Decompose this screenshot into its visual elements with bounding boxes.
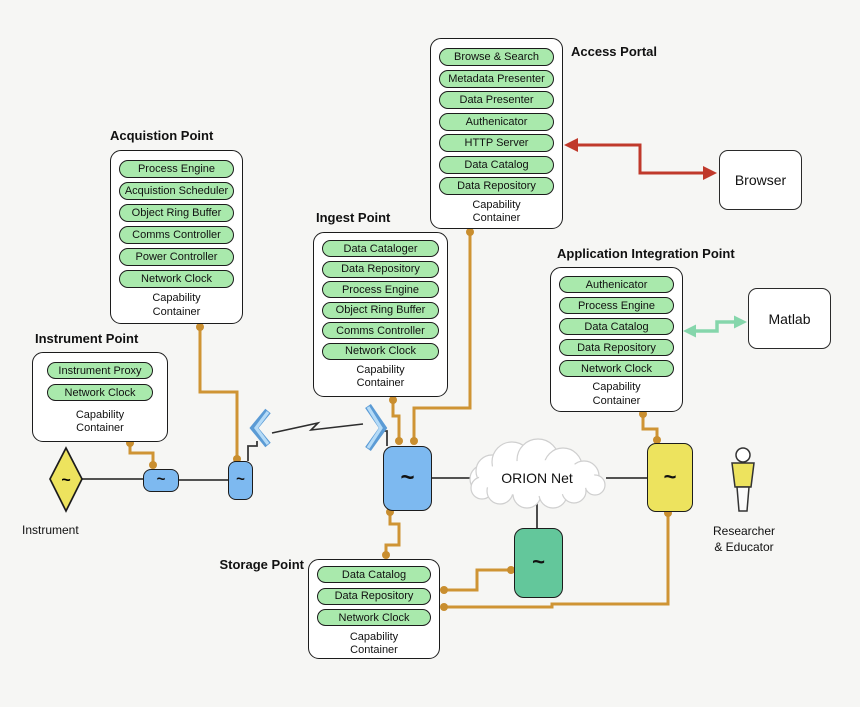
tilde-symbol: ~: [400, 463, 415, 491]
green-arrowhead-left: [683, 324, 696, 338]
capability-item: Object Ring Buffer: [322, 301, 439, 319]
black-links: [82, 430, 647, 529]
tilde-symbol: ~: [663, 463, 677, 489]
capability-container-label: Capability Container: [592, 381, 641, 407]
capability-item: Comms Controller: [322, 322, 439, 339]
capability-container-label: Capability Container: [472, 198, 521, 225]
red-arrow-portal-browser: [564, 138, 717, 180]
capability-item: Data Presenter: [439, 91, 554, 109]
orange-link-ingest-to-node: [391, 399, 401, 442]
instrument-diamond-tilde: ~: [61, 472, 70, 489]
orange-link-accessportal-to-node: [412, 231, 472, 441]
capability-item: Network Clock: [47, 384, 153, 401]
access-portal-title: Access Portal: [571, 44, 657, 59]
capability-item: Network Clock: [559, 360, 674, 377]
capability-item: Data Repository: [317, 587, 431, 605]
orange-links: [128, 231, 670, 609]
green-arrowhead-right: [734, 315, 747, 329]
instrument-point-title: Instrument Point: [35, 331, 139, 346]
capability-item: Power Controller: [119, 248, 234, 266]
network-node-ingest: ~: [383, 446, 432, 511]
capability-item: Authenicator: [559, 276, 674, 293]
storage-point-title: Storage Point: [219, 557, 304, 572]
ingest-point-container: Data Cataloger Data Repository Process E…: [313, 232, 448, 397]
acquisition-point-title: Acquistion Point: [110, 128, 214, 143]
instrument-diamond-icon: ~: [49, 446, 83, 513]
network-node-pill: ~: [143, 469, 179, 492]
capability-container-label: Capability Container: [349, 630, 399, 657]
browser-box: Browser: [719, 150, 802, 210]
acquisition-point-container: Process Engine Acquistion Scheduler Obje…: [110, 150, 243, 324]
capability-item: Process Engine: [559, 297, 674, 314]
browser-label: Browser: [734, 172, 787, 188]
capability-item: Data Catalog: [317, 566, 431, 583]
instrument-label: Instrument: [22, 523, 79, 537]
orange-link-instrumentpoint-to-pill: [128, 442, 155, 466]
capability-item: HTTP Server: [439, 134, 554, 152]
application-integration-point-container: Authenicator Process Engine Data Catalog…: [550, 267, 683, 412]
capability-item: Instrument Proxy: [47, 362, 153, 379]
capability-item: Data Catalog: [439, 155, 554, 174]
cloud-icon: ORION Net: [469, 438, 606, 509]
ingest-point-title: Ingest Point: [316, 210, 391, 225]
network-node-access: ~: [647, 443, 693, 512]
capability-item: Process Engine: [322, 281, 439, 298]
wireless-chevron-right-fill: [366, 406, 383, 449]
capability-container-label: Capability Container: [356, 363, 405, 390]
capability-item: Data Repository: [559, 339, 674, 356]
capability-item: Data Catalog: [559, 318, 674, 335]
wireless-chevron-left-fill: [254, 411, 270, 445]
tilde-symbol: ~: [156, 471, 166, 488]
capability-item: Data Cataloger: [322, 240, 439, 257]
capability-container-label: Capability Container: [152, 292, 201, 318]
wireless-antennas: [249, 404, 388, 452]
capability-item: Object Ring Buffer: [119, 204, 234, 222]
network-node-relay: ~: [228, 461, 253, 500]
capability-item: Data Repository: [439, 177, 554, 195]
storage-point-container: Data Catalog Data Repository Network Clo…: [308, 559, 440, 659]
access-portal-container: Browse & Search Metadata Presenter Data …: [430, 38, 563, 229]
red-arrowhead-left: [564, 138, 578, 152]
link-vbox-to-antenna: [247, 441, 258, 461]
capability-item: Data Repository: [322, 260, 439, 278]
orange-link-acquisition-to-vbox: [198, 326, 239, 459]
capability-item: Metadata Presenter: [439, 69, 554, 88]
capability-item: Process Engine: [119, 160, 234, 178]
tilde-symbol: ~: [532, 549, 545, 574]
capability-item: Network Clock: [119, 270, 234, 288]
orange-link-storage-to-yellownode: [444, 514, 670, 609]
green-arrow-appintegration-matlab: [683, 315, 747, 338]
matlab-box: Matlab: [748, 288, 831, 349]
researcher-educator-label: Researcher & Educator: [712, 524, 776, 555]
network-node-storage: ~: [514, 528, 563, 598]
capability-item: Acquistion Scheduler: [119, 182, 234, 200]
lightning-icon: [271, 421, 364, 434]
instrument-point-container: Instrument Proxy Network Clock Capabilit…: [32, 352, 168, 442]
capability-item: Network Clock: [322, 342, 439, 360]
orange-link-appintegration-to-yellownode: [641, 413, 659, 441]
matlab-label: Matlab: [768, 310, 811, 327]
tilde-symbol: ~: [236, 471, 245, 488]
orange-link-storage-to-greennode: [444, 568, 511, 592]
application-integration-point-title: Application Integration Point: [557, 246, 735, 261]
orange-link-node-to-storage: [384, 511, 401, 557]
capability-item: Authenicator: [439, 112, 554, 131]
red-arrowhead-right: [703, 166, 717, 180]
capability-container-label: Capability Container: [75, 408, 125, 435]
capability-item: Network Clock: [317, 609, 431, 626]
capability-item: Browse & Search: [439, 48, 554, 66]
capability-item: Comms Controller: [119, 226, 234, 244]
person-icon: [731, 447, 755, 512]
cloud-label: ORION Net: [501, 470, 573, 486]
